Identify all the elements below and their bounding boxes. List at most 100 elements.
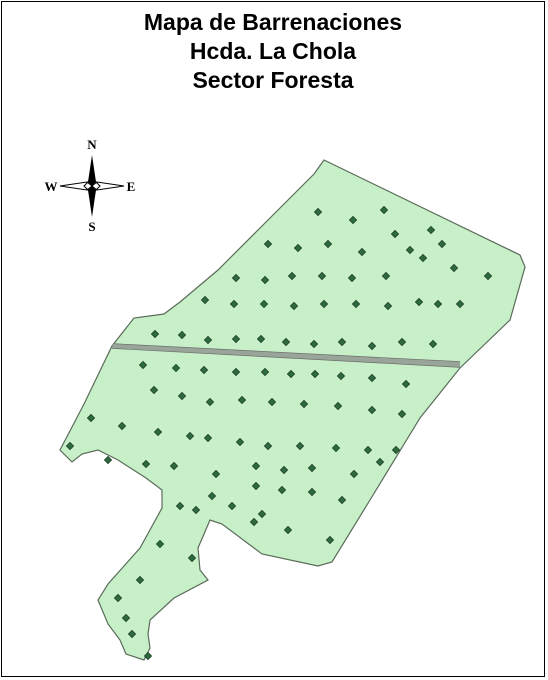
drill-point	[155, 539, 165, 549]
drill-point	[418, 253, 428, 263]
drill-point	[237, 395, 247, 405]
drill-point	[357, 247, 367, 257]
drill-points-layer	[65, 205, 493, 661]
drill-point	[381, 271, 391, 281]
drill-point	[138, 360, 148, 370]
drill-point	[259, 299, 269, 309]
compass-center	[83, 177, 101, 195]
drill-point	[185, 431, 195, 441]
drill-point	[323, 239, 333, 249]
drill-point	[207, 491, 217, 501]
drill-point	[227, 501, 237, 511]
drill-point	[333, 401, 343, 411]
drill-point	[235, 437, 245, 447]
drill-point	[199, 365, 209, 375]
drill-point	[279, 465, 289, 475]
drill-point	[283, 525, 293, 535]
drill-point	[169, 461, 179, 471]
drill-point	[257, 509, 267, 519]
drill-point	[391, 445, 401, 455]
drill-point	[433, 299, 443, 309]
drill-point	[203, 335, 213, 345]
drill-point	[349, 469, 359, 479]
compass-north-arrow	[88, 155, 96, 186]
drill-point	[203, 433, 213, 443]
compass-south-arrow	[88, 186, 96, 217]
drill-point	[347, 273, 357, 283]
drill-point	[367, 405, 377, 415]
drill-point	[249, 517, 259, 527]
drill-point	[379, 205, 389, 215]
drill-point	[231, 334, 241, 344]
drill-point	[293, 243, 303, 253]
road-fill	[112, 344, 460, 367]
drill-point	[310, 369, 320, 379]
drill-point	[307, 487, 317, 497]
compass-west-label: W	[45, 179, 58, 194]
drill-point	[143, 651, 153, 661]
drill-point	[455, 299, 465, 309]
drill-point	[336, 371, 346, 381]
map-title-line-1: Mapa de Barrenaciones	[143, 9, 403, 35]
drill-point	[309, 339, 319, 349]
drill-point	[263, 239, 273, 249]
drill-point	[367, 341, 377, 351]
drill-point	[127, 629, 137, 639]
compass-east-arrow	[91, 181, 125, 191]
map-title: Mapa de Barrenaciones Hcda. La Chola Sec…	[0, 8, 546, 95]
compass-east-label: E	[127, 179, 136, 194]
parcel-polygon	[59, 159, 526, 661]
drill-point	[397, 409, 407, 419]
drill-point	[260, 275, 270, 285]
drill-point	[449, 263, 459, 273]
drill-point	[65, 441, 75, 451]
drill-point	[405, 245, 415, 255]
drill-point	[437, 239, 447, 249]
compass-south-label: S	[88, 219, 95, 234]
drill-point	[375, 457, 385, 467]
drill-point	[191, 505, 201, 515]
drill-point	[325, 535, 335, 545]
drill-point	[256, 334, 266, 344]
drill-point	[205, 397, 215, 407]
drill-point	[231, 367, 241, 377]
compass-rose: N S W E	[45, 137, 136, 234]
drill-point	[337, 337, 347, 347]
drill-point	[286, 369, 296, 379]
drill-point	[383, 301, 393, 311]
drill-point	[317, 271, 327, 281]
drill-point	[331, 443, 341, 453]
drill-point	[313, 207, 323, 217]
drill-point	[113, 593, 123, 603]
drill-point	[363, 445, 373, 455]
drill-point	[263, 441, 273, 451]
drill-point	[287, 271, 297, 281]
drill-point	[187, 553, 197, 563]
drill-point	[153, 427, 163, 437]
drill-point	[295, 441, 305, 451]
map-title-line-2: Hcda. La Chola	[189, 38, 357, 64]
drill-point	[351, 299, 361, 309]
drill-point	[149, 385, 159, 395]
drill-point	[200, 295, 210, 305]
drill-point	[177, 330, 187, 340]
drill-point	[229, 299, 239, 309]
drill-point	[211, 469, 221, 479]
drill-point	[319, 299, 329, 309]
drill-point	[337, 495, 347, 505]
drill-point	[150, 329, 160, 339]
drill-point	[251, 481, 261, 491]
drill-point	[348, 215, 358, 225]
drill-point	[401, 379, 411, 389]
drill-point	[483, 271, 493, 281]
drill-point	[86, 413, 96, 423]
drill-point	[307, 463, 317, 473]
drill-point	[390, 229, 400, 239]
map-title-line-3: Sector Foresta	[192, 67, 354, 93]
drill-point	[267, 397, 277, 407]
drill-point	[251, 461, 261, 471]
drill-point	[177, 391, 187, 401]
drill-point	[281, 337, 291, 347]
drill-point	[121, 613, 131, 623]
